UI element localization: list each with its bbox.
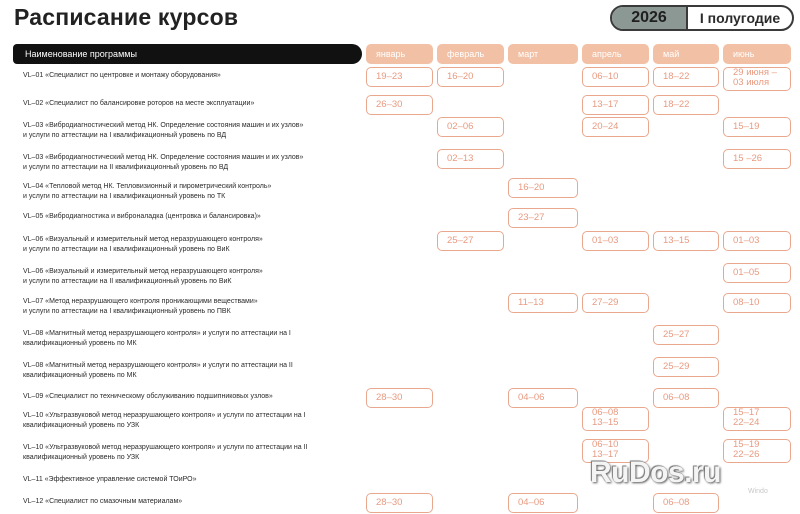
program-row-label: VL–06 «Визуальный и измерительный метод … bbox=[23, 236, 263, 253]
date-cell: 11–13 bbox=[508, 293, 578, 313]
month-header-may: май bbox=[653, 44, 719, 64]
page-title: Расписание курсов bbox=[14, 4, 239, 30]
date-cell: 06–10 bbox=[582, 67, 649, 87]
date-cell: 18–22 bbox=[653, 67, 719, 87]
date-cell: 16–20 bbox=[508, 178, 578, 198]
date-cell: 25–29 bbox=[653, 357, 719, 377]
program-row-label: VL–01 «Специалист по центровке и монтажу… bbox=[23, 72, 221, 79]
year-label: 2026 bbox=[612, 7, 688, 29]
program-row-label: VL–08 «Магнитный метод неразрушающего ко… bbox=[23, 330, 291, 347]
period-badge: 2026 I полугодие bbox=[610, 5, 794, 31]
date-cell: 06–08 bbox=[653, 388, 719, 408]
date-cell: 04–06 bbox=[508, 493, 578, 513]
date-cell: 04–06 bbox=[508, 388, 578, 408]
date-cell: 18–22 bbox=[653, 95, 719, 115]
watermark-logo: RuDos.ru bbox=[590, 456, 722, 489]
date-cell: 06–08 bbox=[653, 493, 719, 513]
program-row-label: VL–02 «Специалист по балансировке роторо… bbox=[23, 100, 255, 107]
date-cell: 02–13 bbox=[437, 149, 504, 169]
date-cell: 01–03 bbox=[723, 231, 791, 251]
month-header-march: март bbox=[508, 44, 578, 64]
date-cell: 15 –26 bbox=[723, 149, 791, 169]
program-row-label: VL–07 «Метод неразрушающего контроля про… bbox=[23, 298, 258, 315]
date-cell: 13–17 bbox=[582, 95, 649, 115]
date-cell: 15–19 bbox=[723, 117, 791, 137]
program-row-label: VL–03 «Вибродиагностический метод НК. Оп… bbox=[23, 122, 304, 139]
date-cell: 08–10 bbox=[723, 293, 791, 313]
date-cell: 23–27 bbox=[508, 208, 578, 228]
program-row-label: VL–04 «Тепловой метод НК. Тепловизионный… bbox=[23, 183, 272, 200]
program-row-label: VL–09 «Специалист по техническому обслуж… bbox=[23, 393, 273, 400]
month-header-january: январь bbox=[366, 44, 433, 64]
program-row-label: VL–10 «Ультразвуковой метод неразрушающе… bbox=[23, 444, 308, 461]
date-cell: 02–06 bbox=[437, 117, 504, 137]
date-cell: 26–30 bbox=[366, 95, 433, 115]
program-row-label: VL–05 «Вибродиагностика и виброналадка (… bbox=[23, 213, 261, 220]
date-cell: 19–23 bbox=[366, 67, 433, 87]
date-cell: 20–24 bbox=[582, 117, 649, 137]
date-cell: 25–27 bbox=[653, 325, 719, 345]
date-cell: 13–15 bbox=[653, 231, 719, 251]
date-cell: 01–03 bbox=[582, 231, 649, 251]
date-cell: 01–05 bbox=[723, 263, 791, 283]
program-row-label: VL–12 «Специалист по смазочным материала… bbox=[23, 498, 183, 505]
watermark-ghost-text: Windo bbox=[748, 488, 768, 495]
month-header-february: февраль bbox=[437, 44, 504, 64]
program-row-label: VL–11 «Эффективное управление системой Т… bbox=[23, 476, 197, 483]
date-cell: 27–29 bbox=[582, 293, 649, 313]
date-cell: 29 июня –03 июля bbox=[723, 67, 791, 91]
program-row-label: VL–03 «Вибродиагностический метод НК. Оп… bbox=[23, 154, 304, 171]
month-header-june: июнь bbox=[723, 44, 791, 64]
date-cell: 28–30 bbox=[366, 388, 433, 408]
date-cell: 25–27 bbox=[437, 231, 504, 251]
program-row-label: VL–08 «Магнитный метод неразрушающего ко… bbox=[23, 362, 293, 379]
date-cell: 28–30 bbox=[366, 493, 433, 513]
month-header-april: апрель bbox=[582, 44, 649, 64]
program-row-label: VL–10 «Ультразвуковой метод неразрушающе… bbox=[23, 412, 306, 429]
half-year-label: I полугодие bbox=[699, 10, 781, 26]
program-column-header: Наименование программы bbox=[13, 44, 362, 64]
date-cell: 16–20 bbox=[437, 67, 504, 87]
program-row-label: VL–06 «Визуальный и измерительный метод … bbox=[23, 268, 263, 285]
